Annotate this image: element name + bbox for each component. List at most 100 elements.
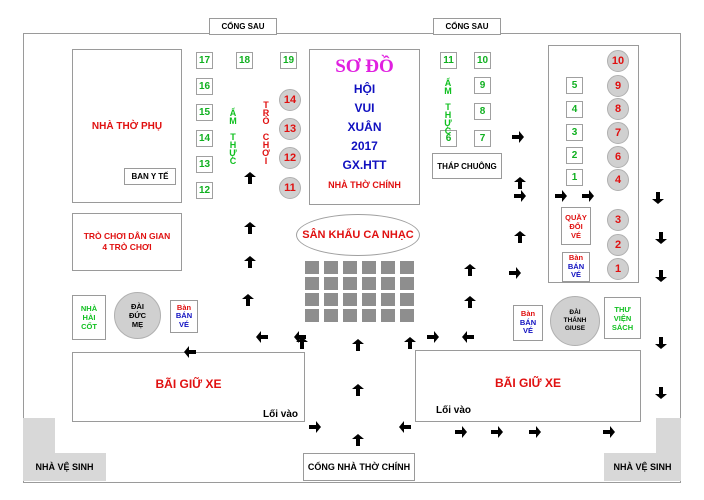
medical-desk-label: BAN Y TẾ xyxy=(131,172,169,181)
stall-6: 6 xyxy=(440,130,457,147)
main-gate-label: CỔNG NHÀ THỜ CHÍNH xyxy=(307,462,411,472)
audience-seat xyxy=(305,261,319,274)
audience-seat xyxy=(324,277,338,290)
game-3: 3 xyxy=(607,209,629,231)
audience-seat xyxy=(343,309,357,322)
ticket-desk-left-line3: VÉ xyxy=(178,319,189,329)
main-gate: CỔNG NHÀ THỜ CHÍNH xyxy=(303,453,415,481)
ticket-desk-mid-line1: Bàn xyxy=(520,309,536,319)
ticket-exchange-line1: QUẦY xyxy=(565,212,587,222)
corner-wall-left xyxy=(23,418,55,454)
medical-desk: BAN Y TẾ xyxy=(124,168,176,185)
games-label: TRÒ CHƠI xyxy=(261,100,271,164)
ossuary-line3: CỐT xyxy=(81,322,97,331)
title-line5: 2017 xyxy=(351,139,378,153)
parking-left: BÃI GIỮ XE xyxy=(72,352,305,422)
audience-seat xyxy=(324,293,338,306)
folk-games: TRÒ CHƠI DÂN GIAN 4 TRÒ CHƠI xyxy=(72,213,182,271)
stall-7: 7 xyxy=(474,130,491,147)
audience-seat xyxy=(362,277,376,290)
ossuary-house: NHÀ HÀI CỐT xyxy=(72,295,106,340)
entrance-right-label: Lối vào xyxy=(434,405,474,416)
corner-wall-right xyxy=(656,418,681,454)
ticket-desk-left: Bàn BÁN VÉ xyxy=(170,300,198,333)
game-9: 9 xyxy=(607,75,629,97)
game-14: 14 xyxy=(279,89,301,111)
music-stage-label: SÂN KHẤU CA NHẠC xyxy=(302,229,414,241)
game-2: 2 xyxy=(607,234,629,256)
stall-2: 2 xyxy=(566,147,583,164)
music-stage: SÂN KHẤU CA NHẠC xyxy=(296,214,420,256)
audience-seat xyxy=(400,293,414,306)
title-line1: SƠ ĐỒ xyxy=(335,56,394,77)
bell-tower-label: THÁP CHUÔNG xyxy=(437,161,497,171)
audience-seat xyxy=(305,293,319,306)
game-8: 8 xyxy=(607,98,629,120)
game-13: 13 xyxy=(279,118,301,140)
ticket-desk-mid-line2: BÁN xyxy=(519,317,537,327)
back-gate-left: CỔNG SAU xyxy=(209,18,277,35)
joseph-shrine-line2: THÁNH xyxy=(563,316,587,324)
folk-games-line2: 4 TRÒ CHƠI xyxy=(102,242,152,252)
audience-seat xyxy=(324,309,338,322)
stall-17: 17 xyxy=(196,52,213,69)
game-1: 1 xyxy=(607,258,629,280)
audience-seat xyxy=(381,261,395,274)
audience-seat xyxy=(400,277,414,290)
back-gate-left-label: CỔNG SAU xyxy=(221,22,265,31)
game-6: 6 xyxy=(607,146,629,168)
joseph-shrine: ĐÀI THÁNH GIUSE xyxy=(550,296,600,346)
stall-12: 12 xyxy=(196,182,213,199)
stall-4: 4 xyxy=(566,101,583,118)
stall-1: 1 xyxy=(566,169,583,186)
audience-seat xyxy=(362,309,376,322)
title-line4: XUÂN xyxy=(347,120,382,134)
library-line1: THƯ xyxy=(614,304,631,314)
folk-games-line1: TRÒ CHƠI DÂN GIAN xyxy=(83,230,171,241)
audience-seat xyxy=(343,277,357,290)
ossuary-line1: NHÀ xyxy=(80,304,98,313)
audience-seat xyxy=(400,309,414,322)
mary-shrine: ĐÀI ĐỨC MẸ xyxy=(114,292,161,339)
audience-seat xyxy=(324,261,338,274)
stall-5: 5 xyxy=(566,77,583,94)
title-line6: GX.HTT xyxy=(342,158,387,172)
stall-13: 13 xyxy=(196,156,213,173)
food-label-left: ẨM THỰC xyxy=(228,108,238,164)
audience-seat xyxy=(305,309,319,322)
audience-seat xyxy=(381,277,395,290)
audience-seat xyxy=(362,293,376,306)
audience-seat xyxy=(400,261,414,274)
stall-11: 11 xyxy=(440,52,457,69)
game-7: 7 xyxy=(607,122,629,144)
title-line3: VUI xyxy=(354,101,375,115)
stall-19: 19 xyxy=(280,52,297,69)
ticket-exchange-line3: VÉ xyxy=(570,230,581,240)
audience-seat xyxy=(343,293,357,306)
ticket-exchange-line2: ĐỔI xyxy=(569,221,583,231)
stall-14: 14 xyxy=(196,130,213,147)
toilet-right-label: NHÀ VỆ SINH xyxy=(613,462,672,472)
audience-seats xyxy=(305,261,417,325)
ticket-desk-right-line1: Bàn xyxy=(568,253,584,263)
mary-shrine-line3: MẸ xyxy=(131,320,144,329)
stall-16: 16 xyxy=(196,78,213,95)
game-4: 4 xyxy=(607,169,629,191)
book-library: THƯ VIỆN SÁCH xyxy=(604,297,641,339)
audience-seat xyxy=(362,261,376,274)
food-label-right: ẨM THỰC xyxy=(443,78,453,134)
stall-9: 9 xyxy=(474,77,491,94)
back-gate-right-label: CỔNG SAU xyxy=(445,22,489,31)
back-gate-right: CỔNG SAU xyxy=(433,18,501,35)
ticket-desk-left-line2: BÁN xyxy=(175,311,193,321)
game-10: 10 xyxy=(607,50,629,72)
side-church-label: NHÀ THỜ PHỤ xyxy=(91,120,163,132)
parking-right: BÃI GIỮ XE xyxy=(415,350,641,422)
toilet-left: NHÀ VỆ SINH xyxy=(23,453,106,481)
audience-seat xyxy=(343,261,357,274)
ticket-desk-right-line3: VÉ xyxy=(570,270,581,280)
mary-shrine-line2: ĐỨC xyxy=(128,311,147,320)
ticket-exchange: QUẦY ĐỔI VÉ xyxy=(561,207,591,245)
ticket-desk-right: Bàn BÁN VÉ xyxy=(562,252,590,282)
ticket-desk-left-line1: Bàn xyxy=(176,302,192,312)
